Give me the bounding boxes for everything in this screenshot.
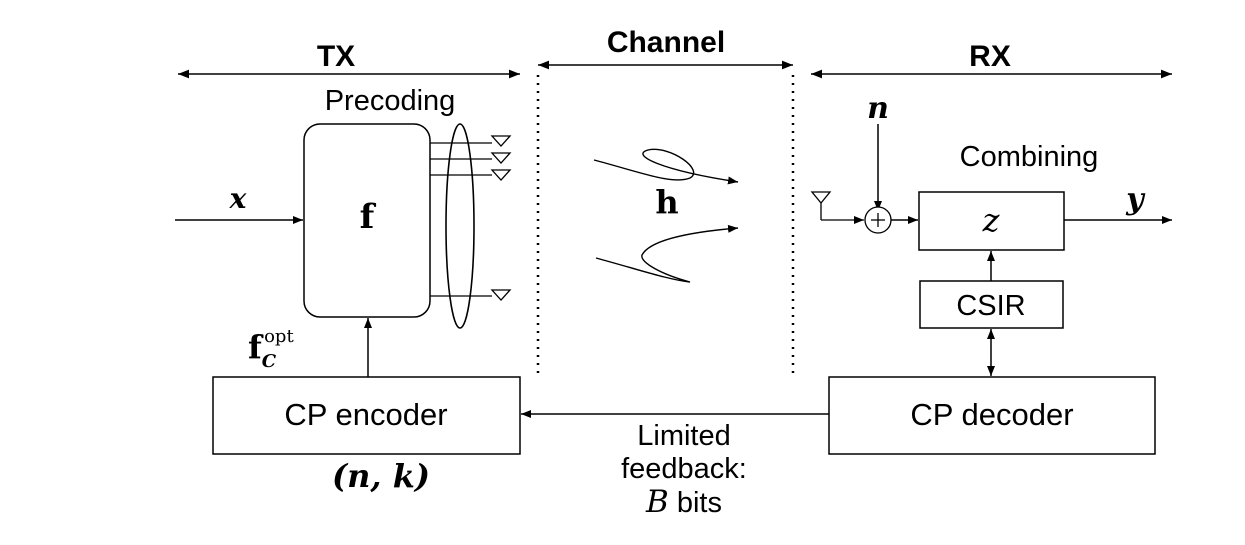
precoder-block	[303, 123, 431, 318]
precoder-symbol-f: f	[360, 197, 377, 237]
cp-encoder-block	[212, 376, 521, 455]
noise-adder	[864, 206, 892, 234]
noise-symbol-n: n	[867, 91, 889, 126]
feedback-label-line3: B bits	[645, 484, 722, 520]
input-symbol-x: x	[229, 182, 247, 215]
feedback-label-line1: Limited	[637, 420, 731, 452]
channel-propagation-paths	[593, 148, 739, 283]
feedback-label-line2: feedback:	[621, 453, 747, 485]
cp-encoder-label: CP encoder	[284, 397, 447, 432]
rx-heading: RX	[969, 40, 1011, 73]
optimal-precoder-label: fCopt	[248, 326, 294, 372]
tx-antenna-array	[430, 123, 512, 329]
tx-heading: TX	[317, 40, 355, 73]
channel-heading: Channel	[607, 26, 725, 59]
combiner-block	[918, 191, 1065, 251]
precoding-label: Precoding	[325, 85, 456, 117]
cp-decoder-label: CP decoder	[910, 397, 1073, 432]
channel-symbol-h: h	[655, 183, 678, 221]
code-params-label: (n, k)	[332, 457, 430, 495]
csir-label: CSIR	[956, 290, 1025, 322]
combining-label: Combining	[960, 141, 1099, 173]
cp-decoder-block	[828, 376, 1156, 455]
rx-antenna	[810, 191, 864, 224]
csir-block	[919, 280, 1064, 329]
output-symbol-y: y	[1125, 182, 1146, 217]
combiner-symbol-z: z	[982, 201, 1001, 239]
